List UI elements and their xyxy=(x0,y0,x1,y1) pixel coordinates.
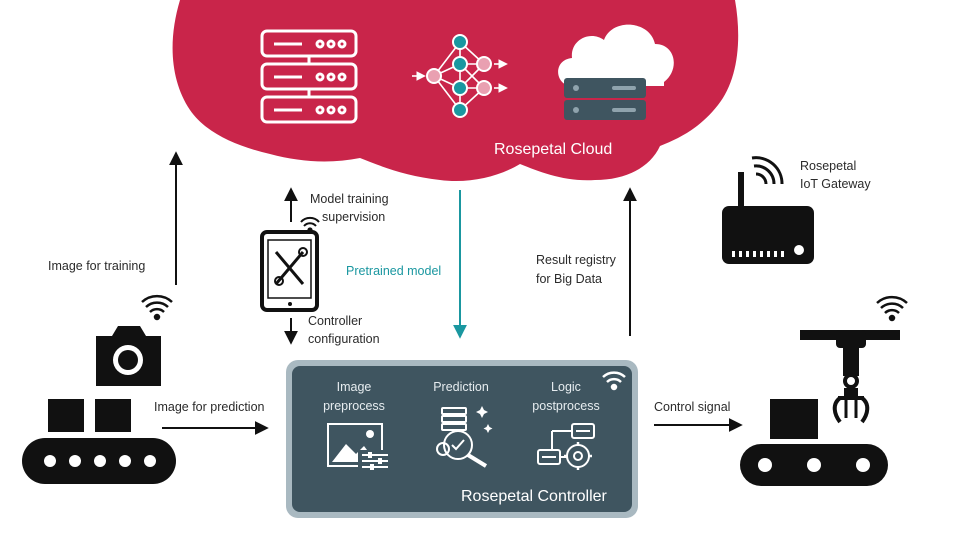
label-pretrained-model: Pretrained model xyxy=(346,264,441,278)
output-station xyxy=(740,295,908,486)
label-model-training-2: supervision xyxy=(322,210,385,224)
wifi-icon xyxy=(141,294,173,321)
gateway-label-line1: Rosepetal xyxy=(800,159,856,173)
cloud-server-icon xyxy=(558,24,674,120)
conveyor-output-icon xyxy=(740,399,888,486)
tablet-settings-icon xyxy=(260,216,320,312)
iot-gateway: Rosepetal IoT Gateway xyxy=(722,156,871,264)
wifi-icon xyxy=(876,295,908,322)
image-adjust-icon xyxy=(327,423,390,472)
conveyor-input-icon xyxy=(22,399,176,484)
controller-image-preprocess-1: Image xyxy=(337,380,372,394)
neural-network-icon xyxy=(412,34,508,118)
cloud-title: Rosepetal Cloud xyxy=(494,141,612,158)
router-icon xyxy=(722,156,814,264)
label-result-registry-2: for Big Data xyxy=(536,272,602,286)
controller-logic-postprocess-2: postprocess xyxy=(532,399,599,413)
camera-icon xyxy=(96,326,161,386)
labels: Image for training Model training superv… xyxy=(48,192,730,414)
robot-arm-icon xyxy=(800,330,900,424)
logic-flow-icon xyxy=(537,423,595,470)
label-controller-config-1: Controller xyxy=(308,314,362,328)
server-rack-icon xyxy=(260,29,358,124)
gateway-label-line2: IoT Gateway xyxy=(800,177,871,191)
wifi-icon xyxy=(300,216,320,233)
input-station xyxy=(22,294,176,484)
controller-logic-postprocess-1: Logic xyxy=(551,380,581,394)
controller-image-preprocess-2: preprocess xyxy=(323,399,385,413)
label-model-training-1: Model training xyxy=(310,192,389,206)
label-image-for-prediction: Image for prediction xyxy=(154,400,265,414)
label-image-for-training: Image for training xyxy=(48,259,145,273)
label-controller-config-2: configuration xyxy=(308,332,380,346)
label-control-signal: Control signal xyxy=(654,400,730,414)
label-result-registry-1: Result registry xyxy=(536,253,617,267)
controller-title: Rosepetal Controller xyxy=(461,488,608,505)
controller-box: Image preprocess Prediction Logic postpr… xyxy=(286,360,638,518)
prediction-search-icon xyxy=(436,406,493,468)
cloud-area: Rosepetal Cloud xyxy=(172,0,739,182)
wifi-icon xyxy=(602,371,626,391)
controller-prediction: Prediction xyxy=(433,380,489,394)
arrows xyxy=(162,151,743,435)
